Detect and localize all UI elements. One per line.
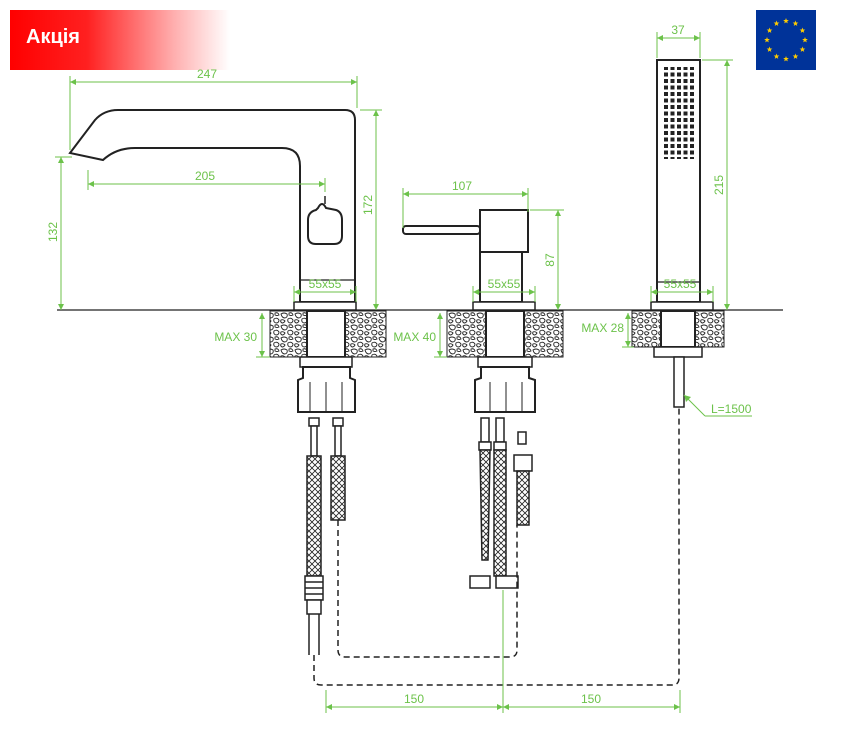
mixer-washer	[477, 356, 533, 368]
hand-shower-nozzles	[663, 67, 695, 159]
promo-badge: Акція	[10, 10, 230, 70]
dim-spout-reach: 205	[195, 169, 215, 183]
dim-spacing-right: 150	[581, 692, 601, 706]
dimension-lines	[55, 32, 752, 713]
mixer-shank	[485, 310, 525, 358]
dim-shower-base: 55x55	[664, 277, 697, 291]
promo-badge-label: Акція	[26, 26, 80, 48]
hand-shower-shank	[660, 310, 696, 348]
mixer-assembly	[402, 209, 529, 303]
eu-star	[783, 56, 789, 62]
dim-spout-width: 247	[197, 67, 217, 81]
dim-mixer-lever: 107	[452, 179, 472, 193]
dim-shower-height: 215	[712, 175, 726, 195]
dim-spacing-left: 150	[404, 692, 424, 706]
hand-shower-deck-plate	[650, 301, 714, 311]
dim-spout-max-thickness: MAX 30	[214, 330, 257, 344]
spout-washer	[299, 356, 353, 368]
dim-mixer-height: 87	[543, 253, 557, 267]
hand-shower-hose	[673, 356, 685, 408]
eu-star	[799, 27, 806, 33]
dimension-labels: 247 205 172 132 55x55 MAX 30 107 87 55x5…	[46, 23, 752, 706]
eu-star	[792, 20, 799, 26]
mixer-deck-plate	[472, 301, 536, 311]
eu-star	[799, 46, 806, 52]
spout-deck-plate	[293, 301, 357, 311]
eu-star	[764, 37, 770, 43]
mixer-nut	[474, 366, 536, 413]
dim-hose-length: L=1500	[711, 402, 752, 416]
mixer-hoses	[469, 417, 533, 589]
eu-star	[766, 46, 773, 52]
eu-star	[766, 27, 773, 33]
dim-spout-base: 55x55	[309, 277, 342, 291]
eu-flag-icon	[756, 10, 816, 70]
eu-star	[773, 53, 780, 59]
dim-shower-width: 37	[671, 23, 685, 37]
spout-assembly	[68, 109, 356, 303]
dim-mixer-max-thickness: MAX 40	[393, 330, 436, 344]
spout-hoses	[304, 417, 346, 655]
dim-spout-outlet-height: 132	[46, 222, 60, 242]
hand-shower-nut	[653, 346, 703, 358]
dimension-arrows	[58, 35, 730, 710]
dim-spout-height: 172	[361, 195, 375, 215]
dim-shower-max-thickness: MAX 28	[581, 321, 624, 335]
spout-shank	[306, 310, 346, 358]
eu-star	[773, 20, 780, 26]
eu-star	[783, 18, 789, 24]
hose-routing-lines	[313, 407, 680, 686]
eu-star	[792, 53, 799, 59]
eu-star	[802, 37, 808, 43]
dim-mixer-base: 55x55	[488, 277, 521, 291]
